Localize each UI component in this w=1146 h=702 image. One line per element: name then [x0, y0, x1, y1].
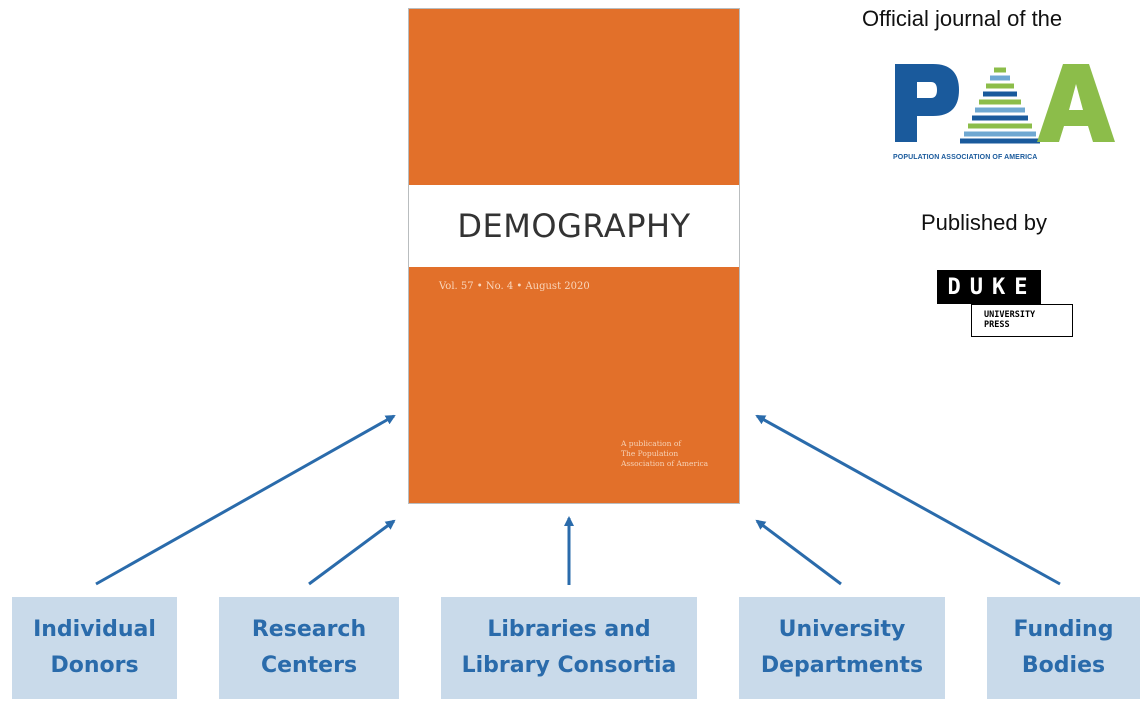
- funder-label: Library Consortia: [461, 653, 677, 678]
- funder-label: Donors: [50, 653, 139, 678]
- paa-full-name: POPULATION ASSOCIATION OF AMERICA: [893, 154, 1038, 161]
- funder-label: Individual: [33, 617, 156, 642]
- paa-logo: [895, 64, 1115, 144]
- funder-box-research-centers: Research Centers: [219, 597, 399, 699]
- journal-cover: DEMOGRAPHY Vol. 57 • No. 4 • August 2020…: [408, 8, 740, 504]
- funder-box-individual-donors: Individual Donors: [12, 597, 177, 699]
- published-by-label: Published by: [921, 210, 1047, 235]
- arrow-university-departments: [755, 519, 842, 586]
- funder-label: University: [778, 617, 906, 642]
- funder-label: Departments: [760, 653, 924, 678]
- issue-info: Vol. 57 • No. 4 • August 2020: [439, 281, 590, 292]
- arrow-research-centers: [308, 519, 396, 586]
- cover-publisher-line: Association of America: [621, 459, 709, 468]
- arrow-individual-donors: [95, 414, 396, 586]
- arrow-funding-bodies: [755, 414, 1061, 586]
- journal-title: DEMOGRAPHY: [457, 207, 691, 245]
- funder-box-funding-bodies: Funding Bodies: [987, 597, 1140, 699]
- funder-label: Bodies: [1021, 653, 1106, 678]
- cover-publisher-line: A publication of: [621, 439, 682, 448]
- duke-logo-line: PRESS: [984, 320, 1010, 330]
- duke-logo-bottom: UNIVERSITY PRESS: [971, 304, 1073, 337]
- cover-publisher-line: The Population: [621, 449, 679, 458]
- cover-publisher-note: A publication of The Population Associat…: [621, 439, 731, 469]
- duke-university-press-logo: DUKE UNIVERSITY PRESS: [937, 270, 1073, 338]
- funder-label: Funding: [1013, 617, 1114, 642]
- funder-label: Libraries and: [487, 617, 651, 642]
- cover-title-band: DEMOGRAPHY: [409, 185, 739, 267]
- funder-box-university-departments: University Departments: [739, 597, 945, 699]
- duke-logo-top: DUKE: [937, 270, 1041, 304]
- duke-logo-line: UNIVERSITY: [984, 310, 1036, 320]
- funder-box-libraries: Libraries and Library Consortia: [441, 597, 697, 699]
- official-journal-label: Official journal of the: [862, 6, 1063, 31]
- funder-label: Centers: [260, 653, 358, 678]
- funder-label: Research: [251, 617, 367, 642]
